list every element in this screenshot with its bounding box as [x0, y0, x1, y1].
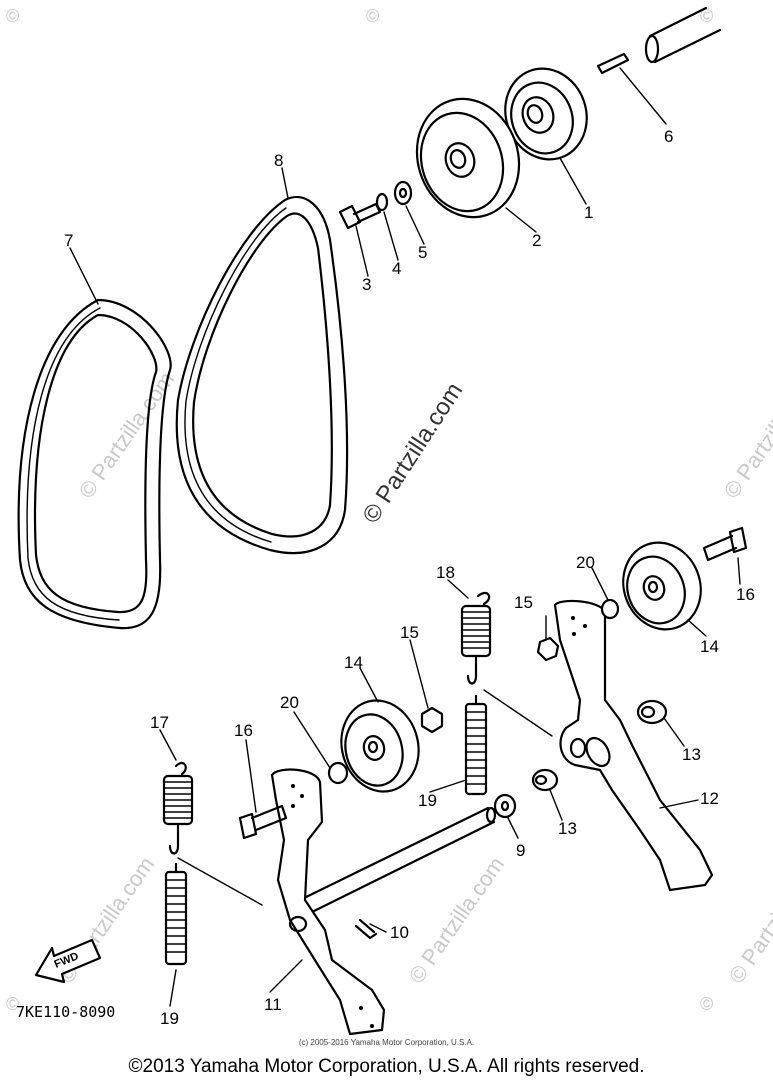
watermark-corner-bl: © [6, 994, 19, 1014]
pulley-1 [504, 67, 588, 161]
callout-8: 8 [274, 151, 283, 170]
callout-6: 6 [664, 127, 673, 146]
diagram-code: 7KE110-8090 [16, 1003, 116, 1021]
callout-19-center: 19 [418, 791, 437, 810]
callout-14-right: 14 [700, 637, 719, 656]
shaft [644, 6, 722, 64]
watermark-corner-br: © [700, 994, 713, 1014]
spring-19-left [164, 862, 188, 966]
key-6 [596, 52, 630, 75]
washer-9 [493, 793, 517, 819]
callout-18: 18 [436, 563, 455, 582]
lock-washer-4 [375, 192, 389, 212]
watermark-bottom-right: © Partzilla.com [724, 852, 773, 988]
callout-5: 5 [418, 243, 427, 262]
bolt-3 [338, 202, 382, 230]
callout-10: 10 [390, 923, 409, 942]
tension-arm-12 [553, 599, 714, 892]
callout-4: 4 [392, 259, 401, 278]
watermark-corner-tl: © [6, 6, 19, 26]
fwd-arrow: FWD [34, 938, 102, 984]
callout-12: 12 [700, 789, 719, 808]
spacer-20-left [327, 761, 349, 785]
callout-16-right: 16 [736, 585, 755, 604]
callout-13-right: 13 [682, 745, 701, 764]
callout-7: 7 [64, 231, 73, 250]
callout-3: 3 [362, 275, 371, 294]
leader-lines [69, 67, 741, 1007]
callouts: 1 2 3 4 5 6 7 8 9 10 11 12 13 13 14 14 1… [64, 127, 755, 1028]
watermark-center: © Partzilla.com [357, 378, 468, 528]
pulley-2 [415, 97, 521, 219]
watermark-left: © Partzilla.com [74, 367, 180, 503]
callout-15-right: 15 [514, 593, 533, 612]
callout-20-right: 20 [576, 553, 595, 572]
callout-2: 2 [532, 231, 541, 250]
watermark-right: © Partzilla.com [719, 367, 773, 503]
callout-9: 9 [516, 841, 525, 860]
bolt-16-left [238, 804, 288, 840]
cross-shaft [298, 806, 497, 916]
watermark-corner-tr: © [700, 6, 713, 26]
nut-15-left [420, 706, 444, 734]
callout-11: 11 [264, 995, 282, 1014]
leader-spring-to-arm-right [483, 689, 553, 737]
callout-1: 1 [584, 203, 593, 222]
leader-spring-to-arm-left [177, 857, 263, 906]
spring-17 [162, 761, 194, 855]
callout-15-left: 15 [400, 623, 419, 642]
bushing-13-right [636, 699, 668, 725]
watermark-bottom-center: © Partzilla.com [404, 852, 510, 988]
idler-pulley-14-left [340, 699, 420, 793]
washer-5 [393, 180, 413, 206]
callout-13-center: 13 [558, 819, 577, 838]
v-belt-7 [17, 298, 172, 630]
callout-17: 17 [150, 713, 169, 732]
callout-20-left: 20 [280, 693, 299, 712]
pin-10 [354, 918, 378, 940]
idler-pulley-14-right [622, 541, 702, 631]
bolt-16-right [702, 526, 748, 562]
spacer-20-right [600, 598, 620, 620]
watermark-corner-tm: © [366, 6, 379, 26]
copyright-notice: ©2013 Yamaha Motor Corporation, U.S.A. A… [128, 1056, 645, 1077]
small-copyright: (c) 2005-2016 Yamaha Motor Corporation, … [298, 1038, 475, 1047]
spring-18 [460, 591, 492, 685]
callout-16-left: 16 [234, 721, 253, 740]
nut-15-right [536, 636, 560, 662]
callout-14-left: 14 [344, 653, 363, 672]
callout-19-left: 19 [160, 1009, 179, 1028]
v-belt-8 [175, 195, 349, 555]
spring-19-center [464, 694, 488, 796]
bushing-13-center [531, 768, 559, 792]
pivot-arm-11 [270, 768, 386, 1036]
